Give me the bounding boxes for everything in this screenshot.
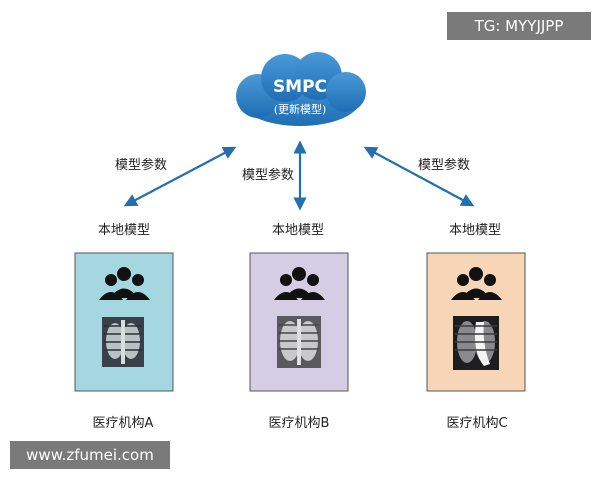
institution-panel-b <box>249 252 349 392</box>
edge-label-right: 模型参数 <box>418 157 470 173</box>
local-model-label-a: 本地模型 <box>98 223 150 238</box>
local-model-label-b: 本地模型 <box>272 223 324 238</box>
smpc-cloud: SMPC (更新模型) <box>236 52 366 126</box>
watermark-bottom: www.zfumei.com <box>10 441 170 469</box>
edge-label-left: 模型参数 <box>115 157 167 173</box>
local-model-label-c: 本地模型 <box>449 223 501 238</box>
institution-panel-a <box>74 252 174 392</box>
double-arrow-icon-right <box>363 146 475 207</box>
chest-xray-icon <box>277 316 321 368</box>
edge-label-middle: 模型参数 <box>242 167 294 183</box>
chest-xray-icon <box>453 316 499 370</box>
institution-panel-c <box>426 252 526 392</box>
double-arrow-icon-left <box>123 146 237 207</box>
chest-xray-icon <box>102 317 144 367</box>
people-group-icon <box>451 267 502 300</box>
institution-name-b: 医疗机构B <box>269 416 330 431</box>
watermark-top: TG: MYYJJPP <box>447 12 591 40</box>
cloud-title: SMPC <box>273 77 327 97</box>
cloud-icon <box>236 52 366 126</box>
institution-name-a: 医疗机构A <box>93 416 154 431</box>
institution-name-c: 医疗机构C <box>446 416 507 431</box>
cloud-subtitle: (更新模型) <box>274 102 327 116</box>
people-group-icon <box>274 267 325 300</box>
people-group-icon <box>99 267 150 300</box>
